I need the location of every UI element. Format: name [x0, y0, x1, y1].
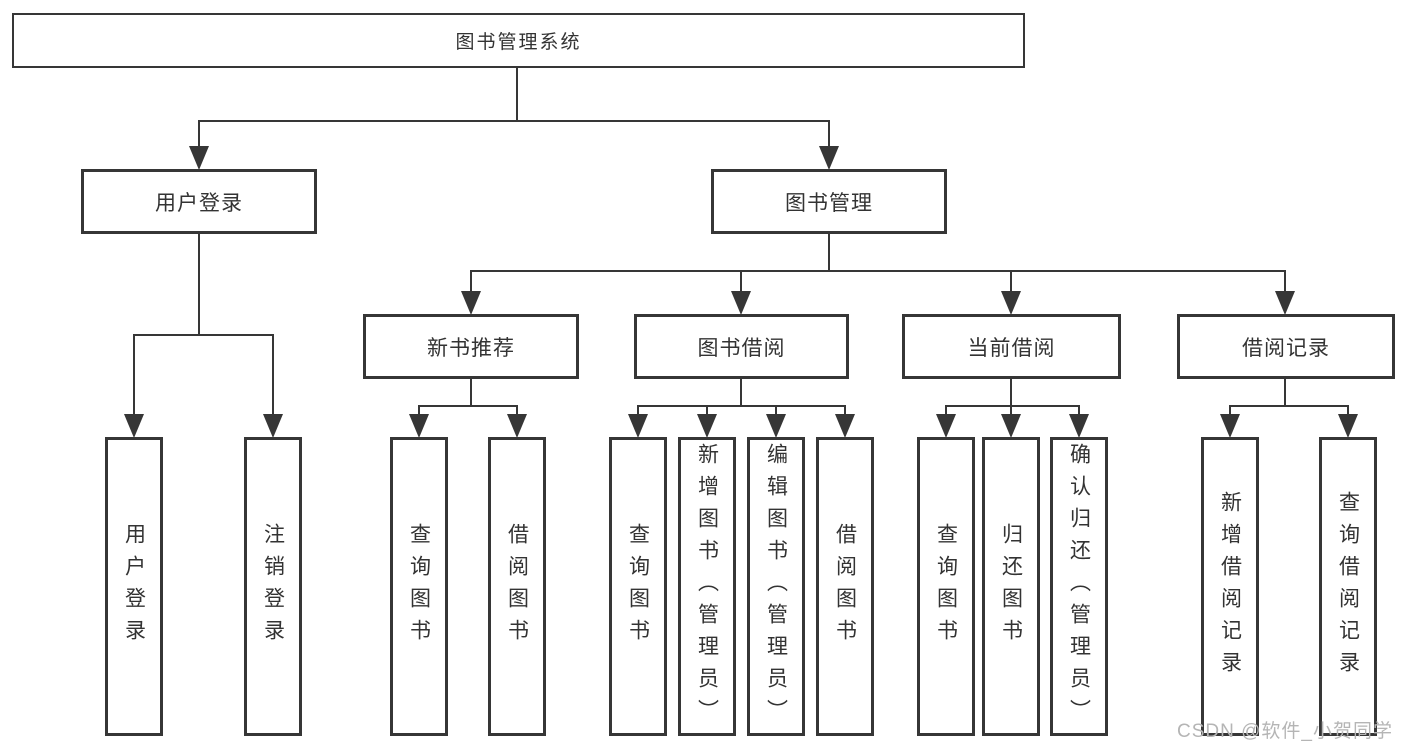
connector-arrow-down	[1069, 405, 1089, 438]
node-label: 当前借阅	[967, 336, 1056, 360]
connector-arrow-down	[1220, 405, 1240, 438]
node-logout-box: 注销登录	[244, 437, 302, 736]
connector-arrow-down	[1338, 405, 1358, 438]
connector-line	[945, 405, 1080, 407]
node-label: 借阅图书	[833, 522, 857, 651]
connector-line	[637, 405, 846, 407]
node-label: 用户登录	[122, 522, 146, 651]
connector-arrow-down	[628, 405, 648, 438]
node-label: 新书推荐	[427, 336, 515, 360]
connector-line	[1284, 379, 1286, 406]
node-label: 查询图书	[407, 522, 431, 651]
connector-line	[470, 270, 1286, 272]
connector-arrow-down	[507, 405, 527, 438]
connector-arrow-down	[766, 405, 786, 438]
connector-arrow-down	[835, 405, 855, 438]
node-add-borrow-record-box: 新增借阅记录	[1201, 437, 1259, 736]
node-label: 借阅图书	[505, 522, 529, 651]
connector-arrow-down	[263, 334, 283, 438]
connector-line	[1229, 405, 1349, 407]
connector-line	[740, 379, 742, 406]
node-user-login-leaf-box: 用户登录	[105, 437, 163, 736]
connector-arrow-down	[189, 120, 209, 170]
node-add-books-admin-box: 新增图书（管理员）	[678, 437, 736, 736]
node-query-books-box-3: 查询图书	[917, 437, 975, 736]
node-label: 查询图书	[934, 522, 958, 651]
node-book-borrow-box: 图书借阅	[634, 314, 849, 379]
node-query-books-box-2: 查询图书	[609, 437, 667, 736]
node-user-login-box: 用户登录	[81, 169, 317, 234]
node-borrow-books-box-2: 借阅图书	[816, 437, 874, 736]
connector-line	[1010, 379, 1012, 406]
node-borrow-books-box-1: 借阅图书	[488, 437, 546, 736]
connector-arrow-down	[124, 334, 144, 438]
connector-line	[133, 334, 273, 336]
node-label: 查询借阅记录	[1336, 490, 1360, 683]
node-label: 新增图书（管理员）	[695, 442, 719, 731]
connector-line	[198, 120, 830, 122]
connector-arrow-down	[409, 405, 429, 438]
watermark-text: CSDN @软件_小贺同学	[1177, 721, 1393, 742]
connector-line	[516, 68, 518, 121]
node-label: 注销登录	[261, 522, 285, 651]
node-edit-books-admin-box: 编辑图书（管理员）	[747, 437, 805, 736]
node-label: 查询图书	[626, 522, 650, 651]
node-label: 归还图书	[999, 522, 1023, 651]
node-label: 图书借阅	[697, 336, 786, 360]
node-label: 编辑图书（管理员）	[764, 442, 788, 731]
connector-line	[418, 405, 518, 407]
node-label: 图书管理系统	[455, 32, 582, 53]
connector-arrow-down	[461, 270, 481, 315]
node-label: 借阅记录	[1242, 336, 1330, 360]
connector-arrow-down	[819, 120, 839, 170]
connector-arrow-down	[1001, 270, 1021, 315]
connector-arrow-down	[1001, 405, 1021, 438]
node-label: 图书管理	[785, 191, 873, 215]
connector-arrow-down	[731, 270, 751, 315]
node-confirm-return-admin-box: 确认归还（管理员）	[1050, 437, 1108, 736]
connector-arrow-down	[936, 405, 956, 438]
node-library-system-box: 图书管理系统	[12, 13, 1025, 68]
connector-line	[828, 234, 830, 271]
connector-arrow-down	[697, 405, 717, 438]
connector-line	[470, 379, 472, 406]
connector-arrow-down	[1275, 270, 1295, 315]
node-book-management-box: 图书管理	[711, 169, 947, 234]
node-label: 新增借阅记录	[1218, 490, 1242, 683]
node-query-borrow-record-box: 查询借阅记录	[1319, 437, 1377, 736]
node-query-books-box-1: 查询图书	[390, 437, 448, 736]
node-return-books-box: 归还图书	[982, 437, 1040, 736]
connector-line	[198, 234, 200, 335]
node-label: 确认归还（管理员）	[1067, 442, 1091, 731]
node-current-borrow-box: 当前借阅	[902, 314, 1121, 379]
node-new-book-recommend-box: 新书推荐	[363, 314, 579, 379]
node-label: 用户登录	[155, 191, 243, 215]
node-borrow-records-box: 借阅记录	[1177, 314, 1395, 379]
